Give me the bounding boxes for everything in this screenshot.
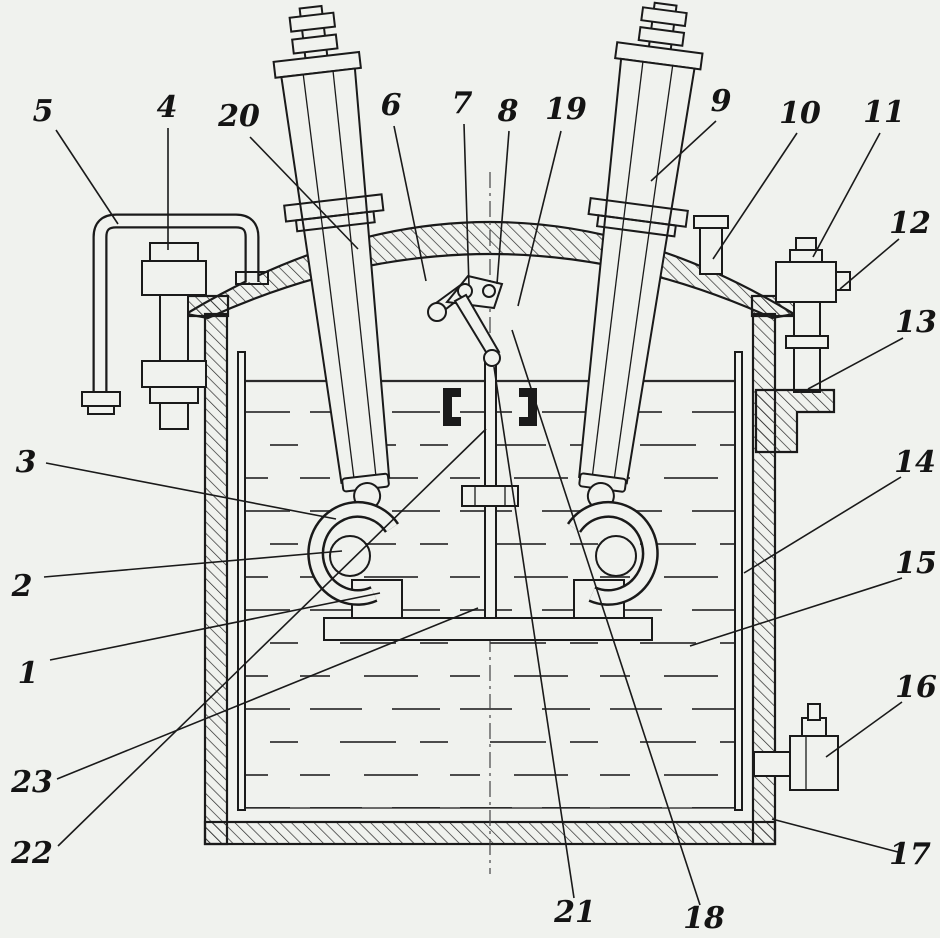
callout-12: 12: [889, 206, 931, 241]
callout-5: 5: [33, 94, 54, 129]
leader-line-13: [807, 337, 904, 390]
leader-line-16: [825, 701, 903, 758]
bushing-right: [578, 1, 704, 510]
leader-line-3: [45, 462, 337, 520]
wall-elbow: [754, 388, 836, 454]
callout-18: 18: [683, 901, 725, 936]
leader-lines: [43, 120, 904, 906]
callout-16: 16: [895, 670, 937, 705]
leader-line-2: [43, 550, 343, 578]
callout-19: 19: [545, 92, 587, 127]
leader-line-8: [496, 130, 510, 285]
leader-line-10: [712, 132, 798, 260]
leader-line-5: [55, 129, 119, 225]
callout-22: 22: [10, 836, 53, 871]
breather-pipe: [81, 213, 269, 415]
lid-fitting: [693, 215, 729, 275]
leader-line-19: [517, 130, 562, 307]
callout-20: 20: [217, 99, 260, 134]
callout-1: 1: [18, 656, 39, 691]
leader-line-17: [771, 818, 899, 853]
callout-10: 10: [779, 96, 821, 131]
callout-13: 13: [895, 305, 937, 340]
callout-17: 17: [889, 837, 931, 872]
leader-line-6: [393, 125, 427, 282]
tank-wall-left: [203, 312, 229, 846]
leader-line-18: [511, 329, 701, 906]
crank-arm: [453, 293, 501, 359]
callout-11: 11: [863, 95, 905, 130]
callout-23: 23: [10, 765, 53, 800]
leader-line-20: [249, 136, 359, 250]
contact-assembly: [307, 500, 659, 641]
platform: [323, 617, 653, 641]
leader-line-7: [463, 123, 470, 287]
callout-8: 8: [497, 94, 519, 129]
drive-linkage: [427, 274, 537, 623]
leader-line-23: [56, 607, 479, 780]
leader-line-11: [812, 132, 881, 258]
callout-3: 3: [16, 445, 37, 480]
contact-hook-right: [569, 503, 657, 604]
leader-line-15: [689, 577, 903, 647]
callout-9: 9: [711, 84, 732, 119]
callouts: 1 2 3 4 5 6 7 8 9 10 11 12 13 14 15 16 1…: [10, 84, 937, 936]
support-bracket: [141, 242, 207, 430]
callout-4: 4: [157, 90, 178, 125]
contact-roller-left: [329, 535, 371, 577]
rod-bracket-right: [519, 388, 537, 426]
leader-line-22: [57, 428, 487, 847]
leader-line-12: [839, 238, 900, 290]
callout-6: 6: [381, 88, 402, 123]
crank-pivot: [427, 302, 447, 322]
drain-valve: [753, 703, 839, 791]
callout-2: 2: [11, 569, 33, 604]
upper-valve-assembly: [754, 237, 851, 454]
inner-liner-left: [237, 351, 246, 811]
rod-guide: [461, 485, 519, 507]
contact-hook-left: [309, 503, 397, 604]
callout-15: 15: [895, 546, 937, 581]
rod-bracket-left: [443, 388, 461, 426]
leader-line-21: [493, 366, 575, 899]
callout-14: 14: [894, 445, 936, 480]
leader-line-1: [49, 592, 381, 661]
contact-roller-right: [595, 535, 637, 577]
leader-line-14: [743, 476, 902, 574]
inner-liner-right: [734, 351, 743, 811]
leader-line-9: [650, 120, 717, 182]
callout-21: 21: [553, 895, 596, 930]
callout-7: 7: [452, 86, 473, 121]
